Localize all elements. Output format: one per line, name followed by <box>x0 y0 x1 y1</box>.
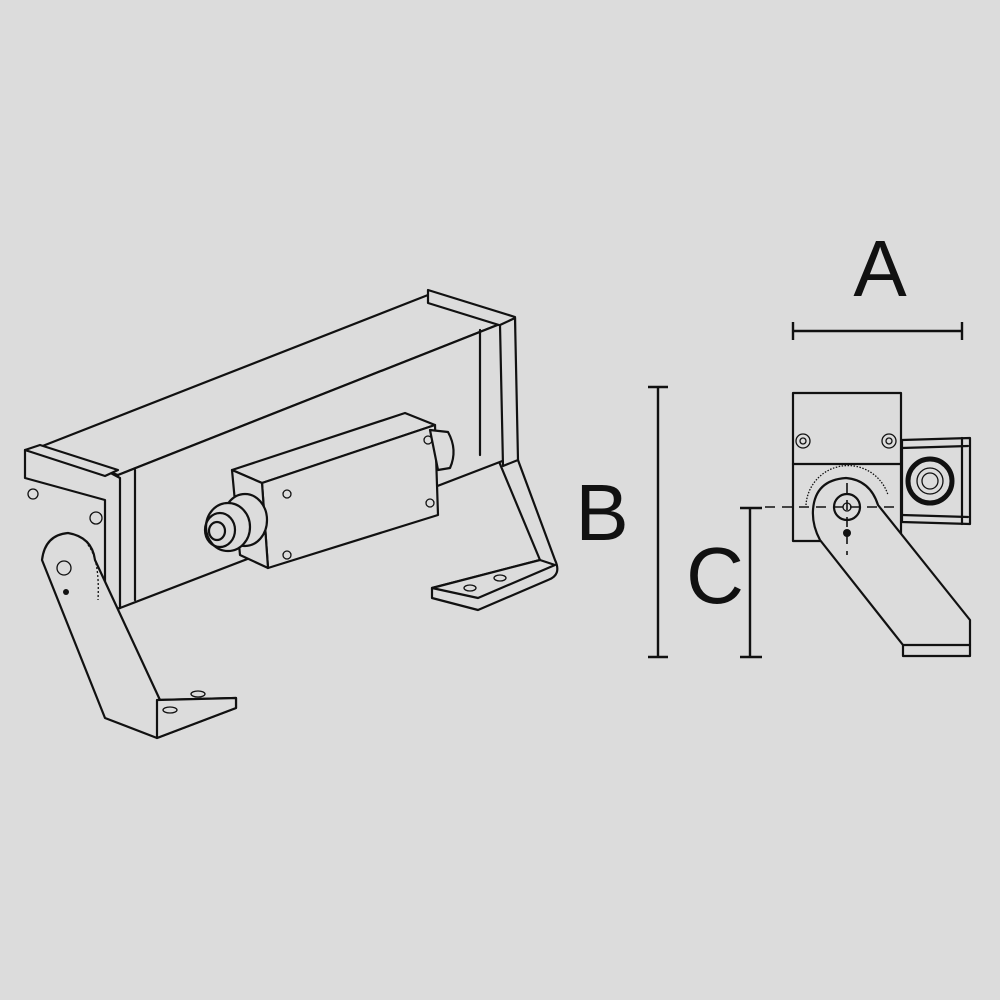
side-view <box>765 391 972 658</box>
dimension-a-label: A <box>853 224 907 313</box>
side-bracket <box>811 476 972 658</box>
dimension-b: B <box>575 385 668 659</box>
isometric-view <box>23 288 559 740</box>
cable-gland <box>203 492 269 553</box>
dimension-c-label: C <box>686 531 744 620</box>
cable-gland-side <box>905 456 955 506</box>
dimension-c: C <box>686 506 762 659</box>
left-mounting-bracket <box>40 531 238 740</box>
junction-box <box>203 411 455 570</box>
right-mounting-bracket <box>430 423 559 612</box>
gland-housing <box>900 436 972 526</box>
dimension-a: A <box>791 224 964 340</box>
dimension-b-label: B <box>575 468 628 557</box>
